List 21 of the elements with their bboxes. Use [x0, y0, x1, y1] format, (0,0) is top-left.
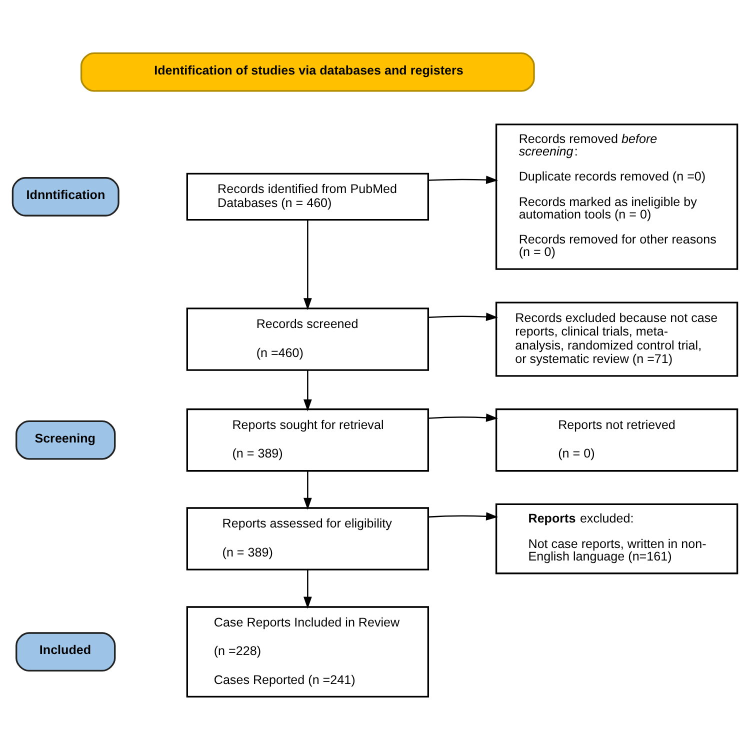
arrow	[303, 470, 312, 510]
arrow	[428, 512, 498, 521]
node-box: Reports excluded: Not case reports, written in non-English language (n=161)	[495, 503, 738, 574]
node-box: Identification of studies via databases and registers	[80, 52, 535, 92]
node-box: Case Reports Included in Review (n =228) Cases Reported (n =241)	[186, 606, 430, 698]
arrow	[428, 312, 498, 322]
node-box: Records identified from PubMed Databases (n = 460)	[186, 172, 430, 221]
arrow	[303, 570, 312, 609]
arrow	[428, 176, 498, 184]
node-box: Included	[16, 632, 116, 672]
node-box: Reports assessed for eligibility (n = 389)	[186, 507, 430, 570]
node-box: Reports not retrieved (n = 0)	[495, 408, 738, 472]
arrow	[428, 413, 498, 422]
node-box: Screening	[16, 420, 116, 460]
node-box: Records removed before screening: Duplicate records removed (n =0) Records marked as ineligible by automation tools (n = 0) Records removed for other reasons (n = 0)	[495, 124, 738, 270]
arrow	[303, 220, 312, 310]
node-box: Records excluded because not case reports, clinical trials, meta-analysis, randomized control trial, or systematic review (n =71)	[495, 302, 738, 377]
arrow	[303, 370, 312, 412]
node-box: Idnntification	[12, 177, 120, 216]
node-box: Reports sought for retrieval (n = 389)	[186, 408, 430, 472]
node-box: Records screened (n =460)	[186, 308, 430, 371]
